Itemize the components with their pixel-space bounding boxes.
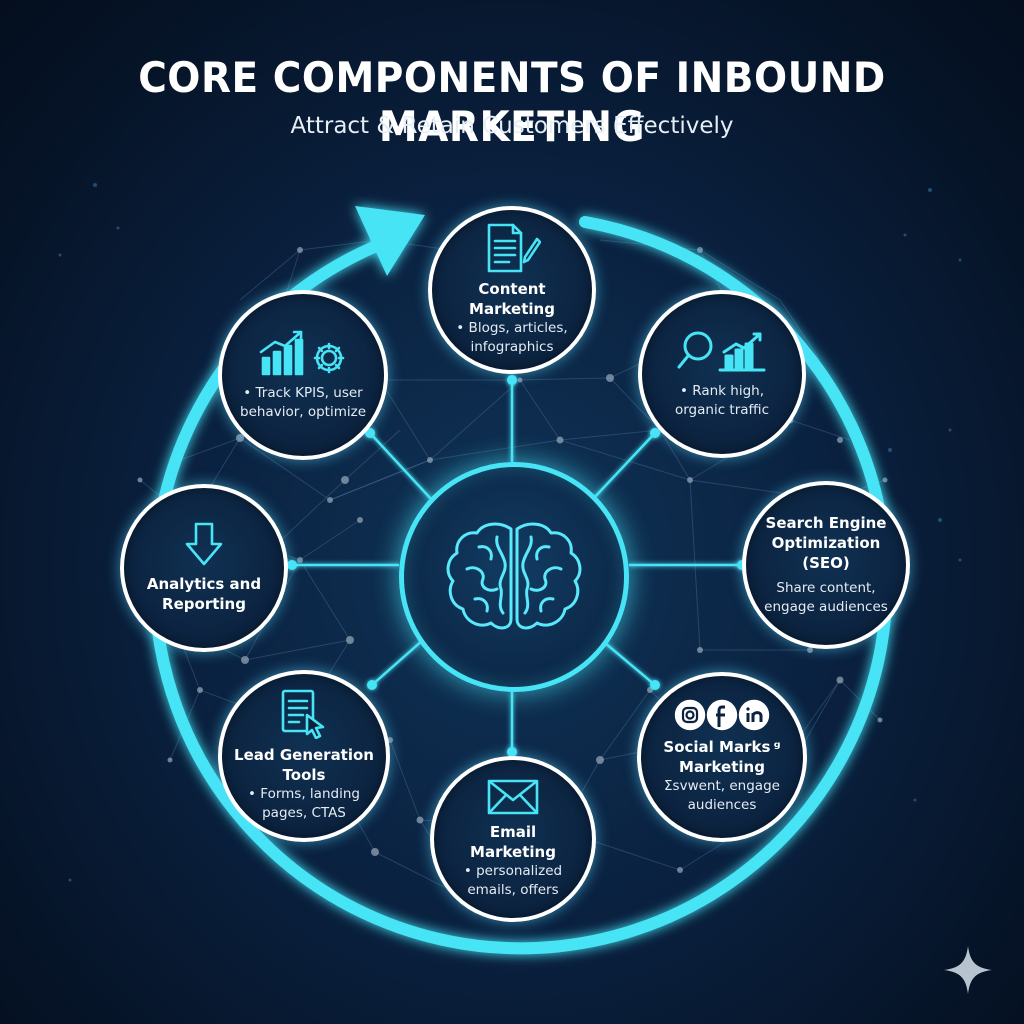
node-text: • Blogs, articles, infographics <box>456 320 568 355</box>
document-pen-icon <box>487 223 541 273</box>
node-seo-ranking: • Rank high, organic traffic <box>638 290 806 458</box>
node-text: • personalized emails, offers <box>463 863 563 898</box>
node-text: Share content, engage audiences <box>764 580 888 615</box>
form-cursor-icon <box>281 689 325 739</box>
node-text: Ʃsvwent, engage audiences <box>664 778 780 813</box>
node-title: Analytics and Reporting <box>146 575 262 613</box>
page-title: CORE COMPONENTS OF INBOUND MARKETING <box>138 54 886 152</box>
node-lead-generation-tools: Lead Generation Tools • Forms, landing p… <box>218 670 390 842</box>
node-title: Social Marks ᵍ Marketing <box>663 738 781 776</box>
download-arrow-icon <box>185 522 223 566</box>
node-title: Lead Generation Tools <box>234 746 374 784</box>
cycle-ring <box>148 206 893 955</box>
node-email-marketing: Email Marketing • personalized emails, o… <box>430 756 596 922</box>
node-title: Search Engine Optimization (SEO) <box>765 514 887 572</box>
brain-icon <box>446 522 582 630</box>
page-subtitle: Attract & Retain Customers Effectively <box>290 113 734 139</box>
chart-gear-icon <box>259 330 345 376</box>
envelope-icon <box>487 779 539 815</box>
star-dots <box>58 183 962 882</box>
hub-circle <box>399 462 629 692</box>
sparkle-icon <box>944 946 992 994</box>
node-track-kpis: • Track KPIS, user behavior, optimize <box>218 290 388 460</box>
node-title: Content Marketing <box>469 280 555 318</box>
cycle-arrowhead <box>355 206 425 276</box>
node-text: • Forms, landing pages, CTAS <box>248 786 360 821</box>
magnifier-chart-icon <box>677 331 766 372</box>
node-analytics-and-reporting: Analytics and Reporting <box>120 484 288 652</box>
node-text: • Rank high, organic traffic <box>674 383 770 418</box>
node-title: Email Marketing <box>470 823 556 861</box>
node-text: • Track KPIS, user behavior, optimize <box>240 385 367 420</box>
social-logos-icon <box>674 699 770 731</box>
node-social-marketing: Social Marks ᵍ Marketing Ʃsvwent, engage… <box>637 672 807 842</box>
node-content-marketing: Content Marketing • Blogs, articles, inf… <box>428 206 596 374</box>
node-search-engine-optimization: Search Engine Optimization (SEO) Share c… <box>742 481 910 649</box>
